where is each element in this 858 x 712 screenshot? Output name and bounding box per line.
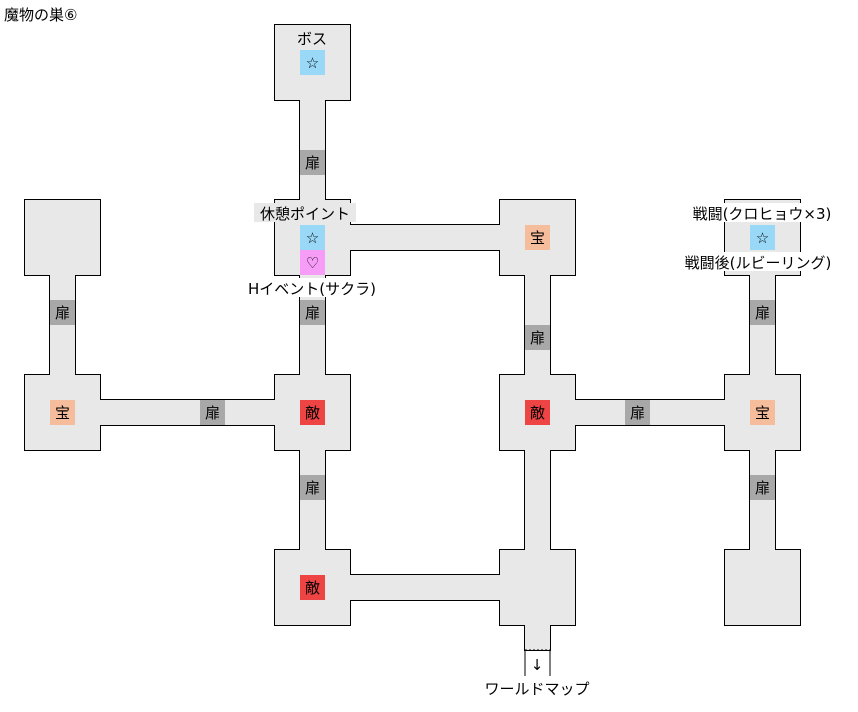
enemy-marker: 敵 [300,400,325,425]
treasure-marker-bg [750,400,775,425]
corridor-exit [525,620,550,650]
battle-label-bg [695,203,830,222]
heart-marker-bg [300,250,325,275]
star-marker-bg [300,50,325,75]
corridor [100,400,275,425]
enemy-icon: 敵 [530,404,545,422]
rest-label-bg [254,203,356,222]
star-marker-bg [750,225,775,250]
door-marker-bg [750,300,775,325]
star-marker-bg [300,225,325,250]
h-event-label-bg [250,278,375,297]
star-marker: ☆ [750,225,775,250]
door-marker: 扉 [50,300,75,325]
door-marker-bg [625,400,650,425]
treasure-marker-bg [525,225,550,250]
world-map-label[interactable]: ワールドマップ [484,680,589,698]
door-marker-bg [525,325,550,350]
markers: ☆☆♡☆扉扉扉扉扉扉扉扉扉宝宝宝敵敵敵 [50,50,775,600]
treasure-marker: 宝 [750,400,775,425]
boss-label: ボス [297,30,327,48]
treasure-marker: 宝 [525,225,550,250]
enemy-marker: 敵 [525,400,550,425]
door-marker: 扉 [525,325,550,350]
after-battle-label: 戦闘後(ルビーリング) [685,254,832,272]
corridor [350,225,500,250]
door-marker: 扉 [300,475,325,500]
corridor [525,450,550,550]
enemy-marker-bg [525,400,550,425]
door-icon: 扉 [755,304,770,322]
heart-icon: ♡ [306,254,319,272]
door-icon: 扉 [305,304,320,322]
treasure-marker: 宝 [50,400,75,425]
door-marker-bg [300,475,325,500]
door-icon: 扉 [305,479,320,497]
star-icon: ☆ [306,229,319,247]
after-battle-label-bg [683,252,833,271]
star-icon: ☆ [306,54,319,72]
door-icon: 扉 [530,329,545,347]
corridor [350,575,500,600]
h-event-label: Hイベント(サクラ) [248,280,376,298]
enemy-marker: 敵 [300,575,325,600]
door-marker: 扉 [200,400,225,425]
room-bottom-right [725,550,800,625]
rest-point-label: 休憩ポイント [260,205,350,223]
treasure-icon: 宝 [755,404,770,422]
walls [24,24,801,651]
enemy-marker-bg [300,400,325,425]
door-marker-bg [200,400,225,425]
star-icon: ☆ [756,229,769,247]
enemy-icon: 敵 [305,404,320,422]
treasure-marker-bg [50,400,75,425]
door-marker: 扉 [300,150,325,175]
battle-label: 戦闘(クロヒョウ×3) [693,205,832,223]
door-marker-bg [50,300,75,325]
door-icon: 扉 [55,304,70,322]
map-title: 魔物の巣⑥ [4,6,77,24]
door-marker: 扉 [300,300,325,325]
room-entrance [500,550,575,625]
star-marker: ☆ [300,225,325,250]
door-icon: 扉 [205,404,220,422]
door-marker: 扉 [625,400,650,425]
heart-marker: ♡ [300,250,325,275]
door-marker-bg [300,150,325,175]
door-marker-bg [750,475,775,500]
star-marker: ☆ [300,50,325,75]
room-left-top [25,200,100,275]
door-icon: 扉 [305,154,320,172]
treasure-icon: 宝 [55,404,70,422]
door-marker: 扉 [750,475,775,500]
door-icon: 扉 [755,479,770,497]
enemy-marker-bg [300,575,325,600]
door-icon: 扉 [630,404,645,422]
exit-arrow-icon: ↓ [531,656,544,674]
door-marker: 扉 [750,300,775,325]
floors [25,25,800,650]
enemy-icon: 敵 [305,579,320,597]
treasure-icon: 宝 [530,229,545,247]
door-marker-bg [300,300,325,325]
